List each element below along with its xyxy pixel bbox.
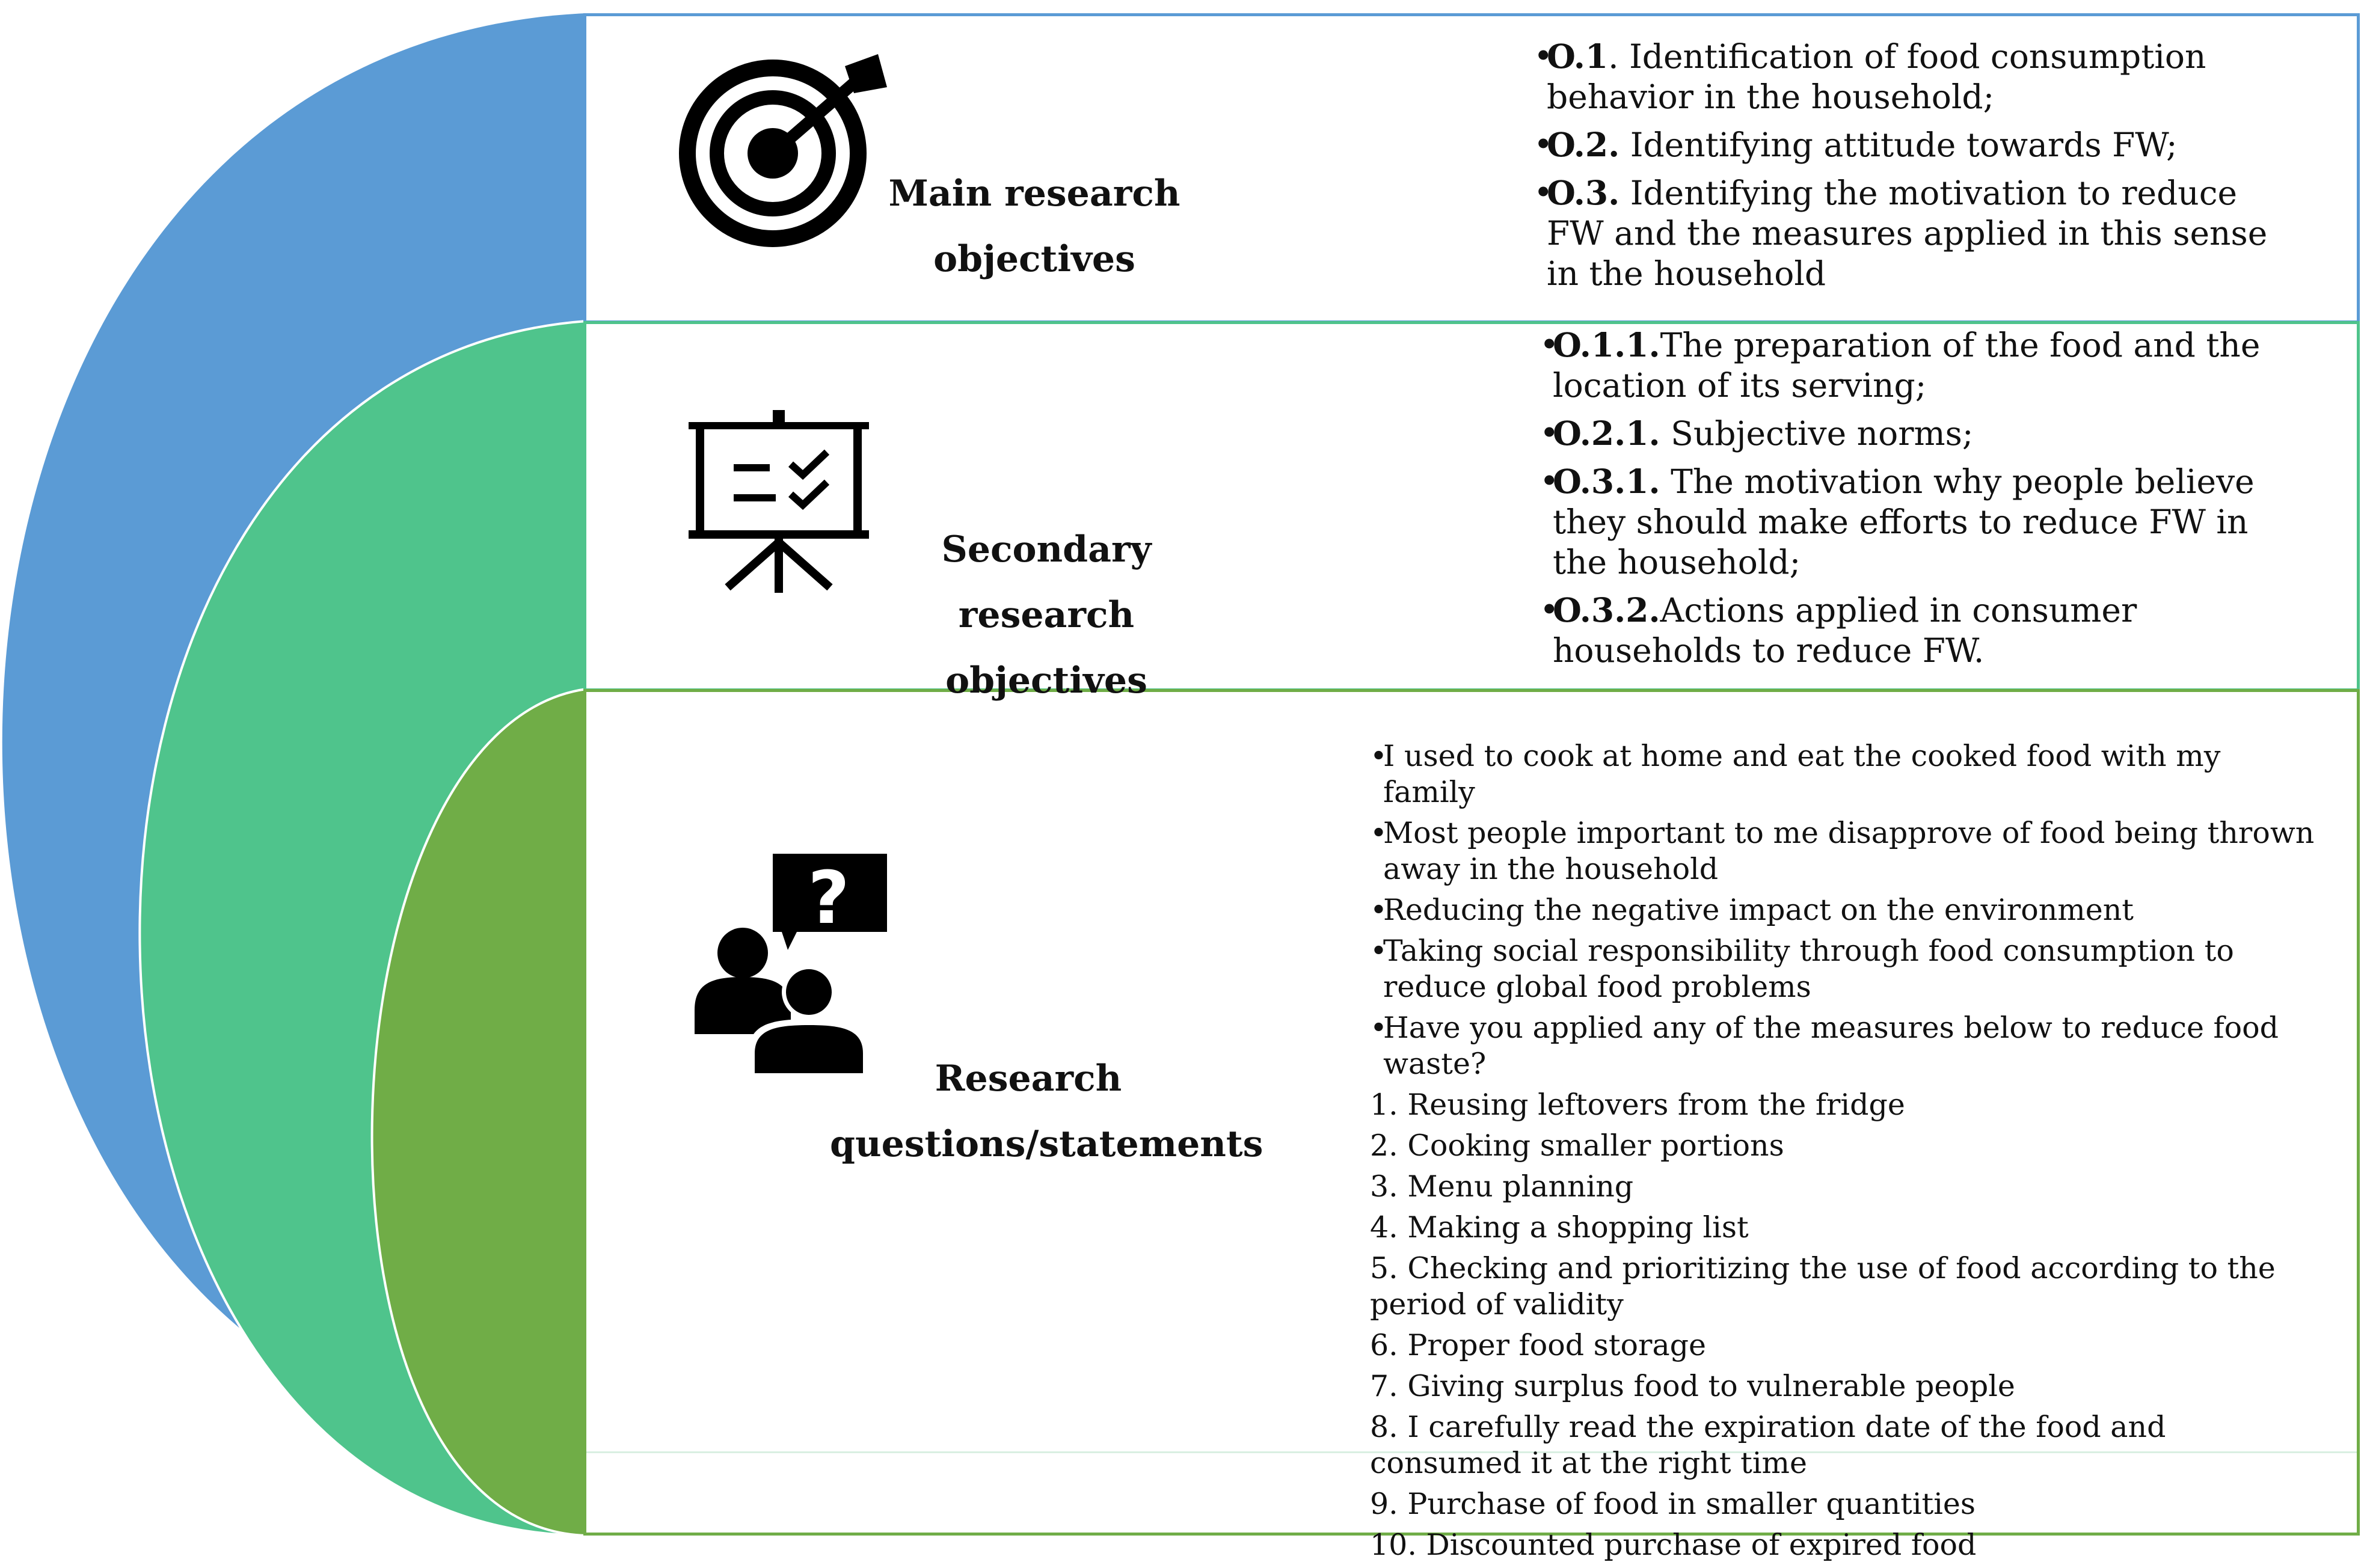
green-inner-arc [370, 687, 588, 1537]
label-line: Secondary research [941, 528, 1152, 637]
main-objectives-list: •O.1. Identification of food consumption… [1533, 36, 2273, 301]
label-line: Research [935, 1058, 1122, 1100]
research-questions-panel [583, 689, 2360, 1536]
label-line: questions/statements [830, 1123, 1263, 1166]
measure-item: 9. Purchase of food in smaller quantitie… [1370, 1487, 1976, 1521]
objective-item: •O.1.1.The preparation of the food and t… [1540, 325, 2261, 405]
people-question-icon: ? [695, 854, 887, 1073]
main-objectives-label: Main research objectives [866, 161, 1203, 292]
measure-item: 7. Giving surplus food to vulnerable peo… [1370, 1369, 2015, 1403]
objective-item: •O.3. Identifying the motivation to redu… [1533, 173, 2268, 293]
presentation-board-icon [689, 410, 869, 593]
statement-item: •Taking social responsibility through fo… [1370, 934, 2234, 1004]
statement-item: •Most people important to me disapprove … [1370, 816, 2315, 886]
measure-item: 5. Checking and prioritizing the use of … [1370, 1251, 2276, 1321]
secondary-objectives-label: Secondary research objectives [860, 517, 1233, 714]
research-questions-label: Research questions/statements [830, 1046, 1263, 1177]
measure-item: 4. Making a shopping list [1370, 1210, 1749, 1245]
svg-text:?: ? [808, 857, 850, 940]
objective-item: •O.3.1. The motivation why people believ… [1540, 462, 2255, 581]
panel-divider [586, 1451, 2357, 1453]
measure-item: 3. Menu planning [1370, 1169, 1634, 1204]
measure-item: 8. I carefully read the expiration date … [1370, 1410, 2166, 1480]
statement-item: •Have you applied any of the measures be… [1370, 1011, 2279, 1081]
objective-item: •O.2. Identifying attitude towards FW; [1533, 125, 2178, 164]
research-statements-list: •I used to cook at home and eat the cook… [1370, 738, 2320, 1568]
measure-item: 6. Proper food storage [1370, 1328, 1707, 1362]
secondary-objectives-panel [583, 321, 2360, 691]
main-objectives-panel [583, 13, 2360, 323]
measure-item: 1. Reusing leftovers from the fridge [1370, 1088, 1905, 1122]
target-icon [679, 54, 887, 247]
label-line: Main research [888, 173, 1180, 215]
objective-item: •O.1. Identification of food consumption… [1533, 37, 2206, 116]
statement-item: •Reducing the negative impact on the env… [1370, 893, 2134, 927]
label-line: objectives [945, 660, 1147, 702]
measure-item: 10. Discounted purchase of expired food [1370, 1528, 1977, 1562]
secondary-objectives-list: •O.1.1.The preparation of the food and t… [1540, 325, 2291, 678]
objective-item: •O.3.2.Actions applied in consumer house… [1540, 590, 2137, 670]
objective-item: •O.2.1. Subjective norms; [1540, 414, 1974, 453]
measure-item: 2. Cooking smaller portions [1370, 1129, 1784, 1163]
statement-item: •I used to cook at home and eat the cook… [1370, 739, 2221, 809]
label-line: objectives [933, 238, 1135, 281]
